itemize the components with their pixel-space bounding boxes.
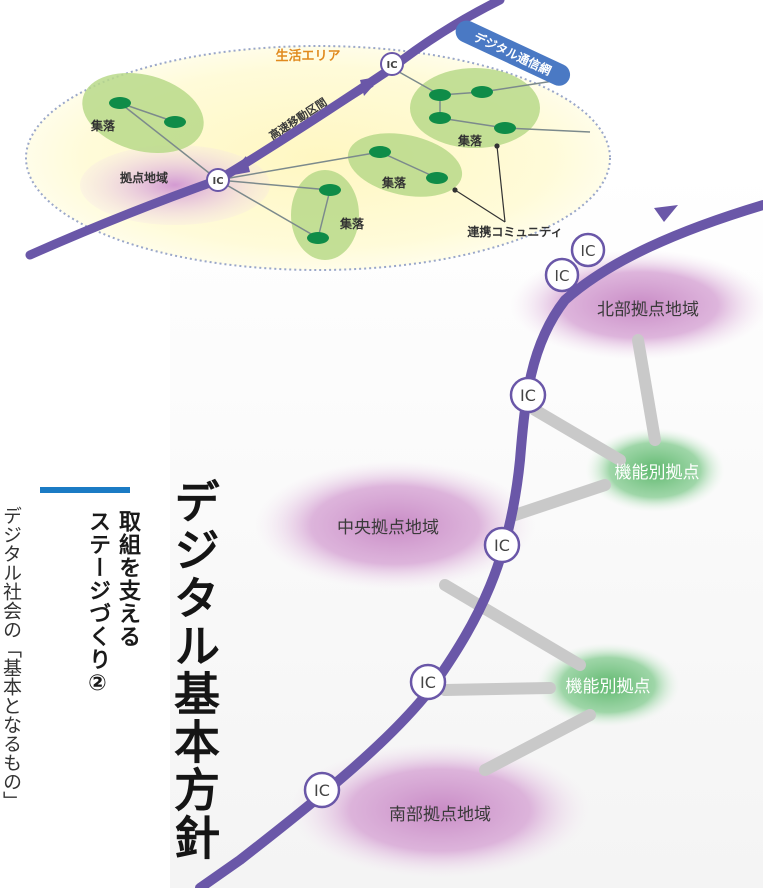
inset-ic-marker: IC [206,168,230,192]
svg-text:IC: IC [494,536,510,555]
inset-nodes [109,86,516,244]
highway-arrow-head [654,205,678,222]
south-base-region [290,742,590,878]
inset-diagram: デジタル通信網 IC IC 生活エリア 高速移動区間 拠点地域 集落 集落 集落… [25,0,611,271]
svg-text:IC: IC [420,673,436,692]
village-node [426,172,448,184]
central-base-label: 中央拠点地域 [337,518,439,538]
highway-arrow-head-1 [228,156,250,176]
community-pointers [452,143,506,223]
village-node [319,184,341,196]
ic-marker: IC [483,526,521,564]
village-label: 集落 [339,216,365,231]
village-node [109,97,131,109]
village-node [164,116,186,128]
svg-text:IC: IC [212,176,223,187]
ic-marker: IC [544,257,580,293]
function-base-label-upper: 機能別拠点 [615,463,700,483]
subtitle-line-1: 取組を支える [115,510,140,648]
svg-text:IC: IC [386,60,397,71]
side-caption: デジタル社会の「基本となるもの」 [0,506,22,810]
village-node [471,86,493,98]
svg-text:IC: IC [581,242,596,260]
accent-bar [40,487,130,493]
svg-text:IC: IC [520,386,536,405]
inset-base-region [80,145,270,225]
village-node [307,232,329,244]
inset-ic-marker: IC [380,52,404,76]
village-label: 集落 [381,175,407,190]
highway-arrow-head-2 [360,76,382,96]
community-label: 連携コミュニティ [467,224,562,239]
village-label: 集落 [457,133,483,148]
inset-village-cluster [82,72,204,154]
ic-marker: IC [409,663,447,701]
subtitle-line-2: ステージづくり② [85,510,110,697]
highway-section-arrow [236,81,374,171]
svg-text:IC: IC [314,781,330,800]
village-node [429,89,451,101]
function-base-region-upper [585,428,725,512]
ic-marker: IC [570,232,606,268]
village-label: 集落 [90,118,116,133]
page-subtitle: 取組を支える ステージづくり② [82,510,142,697]
page-title: デジタル基本方針 [167,478,221,862]
main-map: IC IC IC IC IC IC 北部拠点地域 中央拠点地域 南部拠点地域 機… [195,200,763,888]
function-base-label-lower: 機能別拠点 [566,677,651,697]
connector-bands [439,334,661,776]
village-node [369,146,391,158]
south-base-label: 南部拠点地域 [389,805,491,825]
ic-marker: IC [303,771,341,809]
ic-marker: IC [509,376,547,414]
north-base-label: 北部拠点地域 [597,300,699,320]
village-node [494,122,516,134]
svg-text:IC: IC [555,267,570,285]
inset-base-label: 拠点地域 [120,170,168,185]
inset-village-cluster [291,170,359,260]
main-highway [195,200,763,888]
living-area-label: 生活エリア [275,48,340,64]
central-base-region [255,460,535,590]
village-node [429,112,451,124]
